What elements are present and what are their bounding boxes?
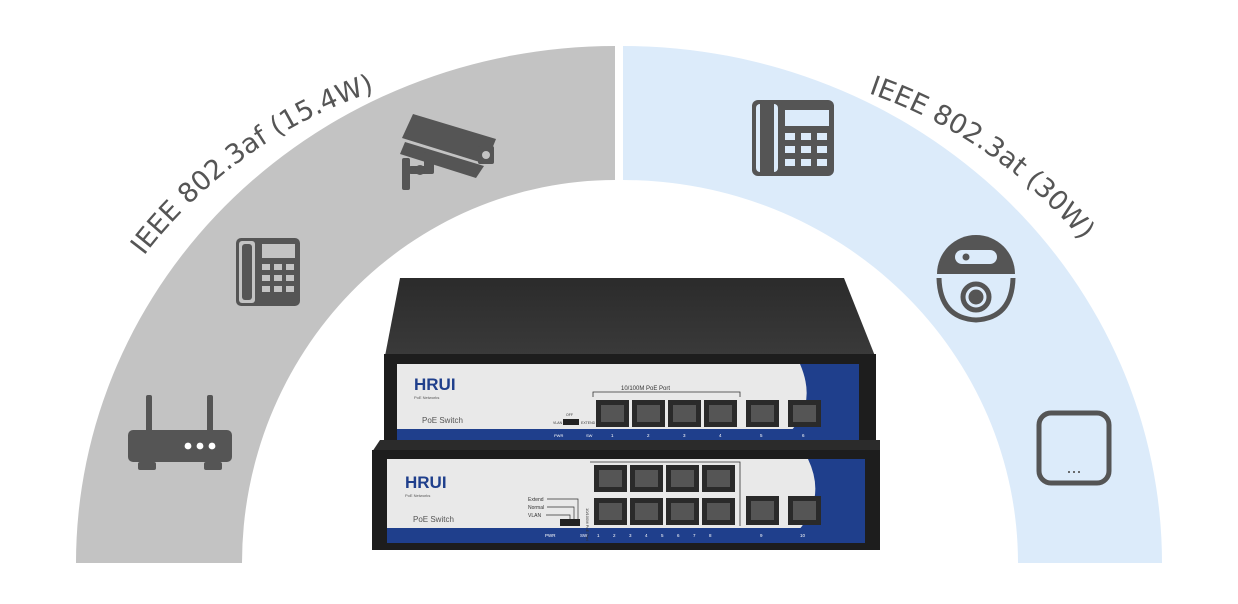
switch-bottom-port-number: 10 — [800, 533, 806, 538]
ip-phone-icon — [752, 100, 834, 176]
switch-top-brand: HRUI — [414, 375, 456, 394]
switch-top-port-number: 5 — [760, 433, 763, 438]
switch-bottom-model: PoE Switch — [413, 515, 454, 524]
switch-top-mode-switch[interactable] — [563, 419, 579, 425]
switch-top-off-label: OFF — [566, 413, 573, 417]
switch-bottom-mode-normal: Normal — [528, 505, 544, 511]
switch-top-port-group-label: 10/100M PoE Port — [621, 386, 670, 392]
switch-top-model: PoE Switch — [422, 416, 463, 425]
switch-top-port-number: 1 — [611, 433, 614, 438]
router-icon — [128, 395, 232, 470]
switch-bottom-pwr-label: PWR — [545, 533, 556, 538]
switch-top-port-number: 6 — [802, 433, 805, 438]
switch-top-sw-label: SW — [586, 433, 593, 438]
switch-bottom-port-number: 9 — [760, 533, 763, 538]
switch-bottom-mode-extend: Extend — [528, 497, 544, 503]
switch-bottom-port-number: 8 — [709, 533, 712, 538]
switch-bottom-port-number: 2 — [613, 533, 616, 538]
switch-top-port-number: 3 — [683, 433, 686, 438]
switch-bottom-mode-vlan: VLAN — [528, 513, 541, 519]
dome-camera-icon — [936, 235, 1016, 323]
switch-bottom: HRUI PoE Networks PoE Switch Extend Norm… — [372, 440, 880, 550]
switch-bottom-port-number: 4 — [645, 533, 648, 538]
switch-bottom-ports[interactable] — [594, 465, 821, 525]
switch-bottom-sw-label: SW — [580, 533, 588, 538]
access-point-glyph: ... — [1066, 457, 1081, 477]
switch-bottom-brand: HRUI — [405, 473, 447, 492]
switch-bottom-port-number: 7 — [693, 533, 696, 538]
switch-bottom-brand-sub: PoE Networks — [405, 493, 430, 498]
switch-bottom-port-group-label: 10/100M PoE Port — [585, 508, 590, 542]
switch-bottom-port-number: 6 — [677, 533, 680, 538]
switch-top-extend-label: EXTEND — [581, 421, 596, 425]
wireless-access-point-icon: ... — [1036, 410, 1112, 486]
switch-top: HRUI PoE Networks PoE Switch 10/100M PoE… — [384, 278, 876, 446]
switch-bottom-mode-switch[interactable] — [560, 519, 580, 526]
switch-bottom-port-number: 1 — [597, 533, 600, 538]
cctv-camera-icon — [400, 114, 496, 190]
switch-top-pwr-label: PWR — [554, 433, 563, 438]
switch-bottom-port-number: 3 — [629, 533, 632, 538]
desk-phone-icon — [236, 238, 300, 306]
switch-top-port-number: 2 — [647, 433, 650, 438]
switch-top-vlan-label: VLAN — [553, 421, 563, 425]
switch-top-ports[interactable] — [596, 400, 821, 427]
switch-bottom-port-number: 5 — [661, 533, 664, 538]
switch-top-port-number: 4 — [719, 433, 722, 438]
switch-top-brand-sub: PoE Networks — [414, 395, 439, 400]
